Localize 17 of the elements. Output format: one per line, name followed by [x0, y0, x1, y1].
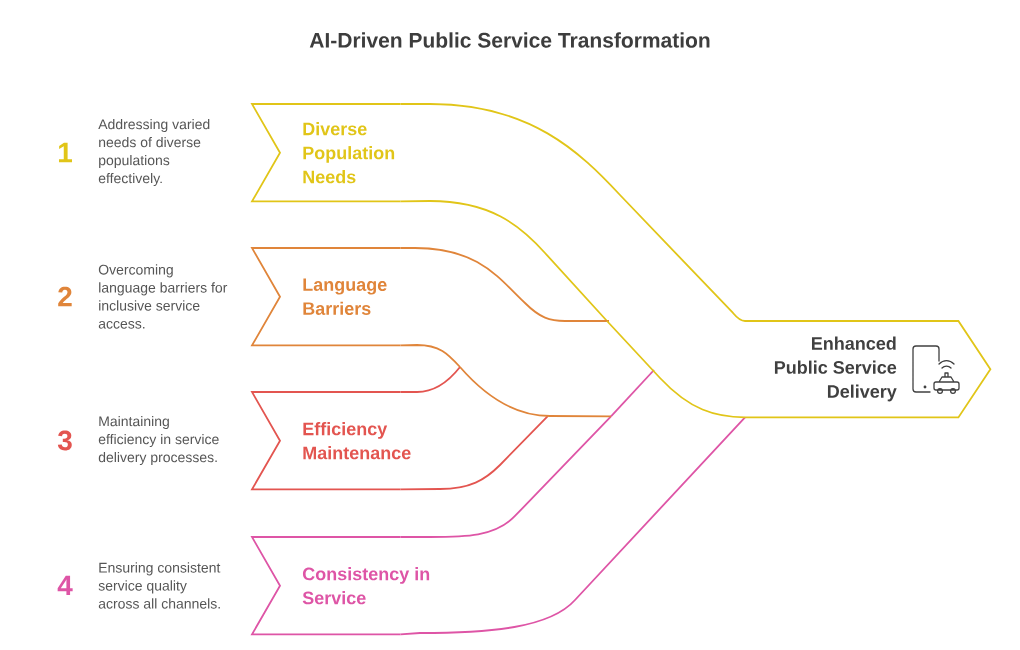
band-title: Efficiency Maintenance — [303, 422, 411, 460]
step-number: 1 — [59, 142, 72, 163]
step-description: Addressing varied needs of diverse populations effectively. — [98, 118, 210, 186]
ribbon-connector — [399, 247, 610, 368]
step-description: Maintaining efficiency in service delivery processes. — [98, 415, 219, 465]
band-title: Diverse Population Needs — [303, 122, 395, 184]
result-title: Enhanced Public Service Delivery — [774, 336, 897, 402]
step-number: 2 — [58, 286, 72, 307]
ribbon-connector — [399, 103, 746, 322]
band-title: Consistency in Service — [302, 567, 430, 605]
title: AI-Driven Public Service Transformation — [309, 32, 710, 48]
step-description: Overcoming language barriers for inclusive service access. — [98, 264, 228, 329]
band-title: Language Barriers — [303, 278, 387, 315]
step-description: Ensuring consistent service quality across all channels. — [98, 562, 221, 609]
step-number: 3 — [57, 430, 72, 451]
ribbon-connector — [399, 415, 746, 636]
step-number: 4 — [57, 575, 73, 596]
